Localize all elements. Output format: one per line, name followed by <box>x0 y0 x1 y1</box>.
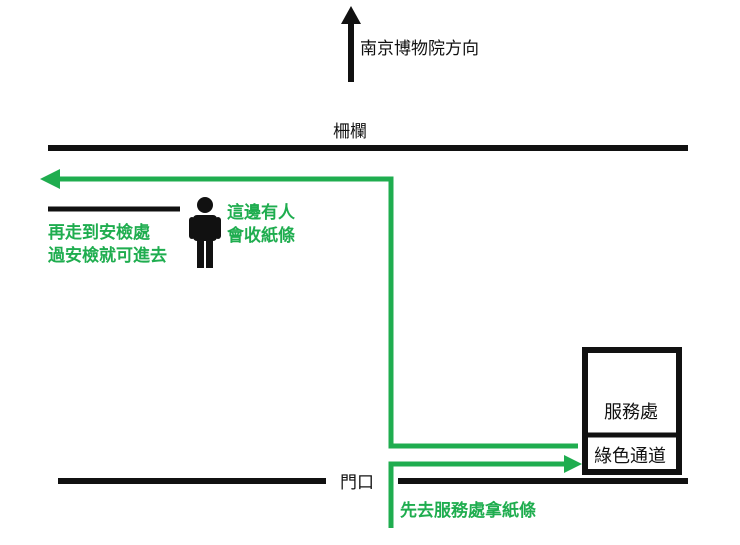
person-icon <box>189 197 221 268</box>
gate-label: 門口 <box>340 473 374 493</box>
person-note-line2: 會收紙條 <box>226 225 295 246</box>
route-from-gate-arrowhead <box>564 455 582 473</box>
museum-direction-label: 南京博物院方向 <box>360 39 479 59</box>
service-desk-label: 服務處 <box>604 402 658 423</box>
first-step-note: 先去服務處拿紙條 <box>400 500 536 521</box>
museum-direction-arrow <box>341 6 361 82</box>
route-from-gate <box>388 461 568 528</box>
route-to-security-arrowhead <box>40 169 60 189</box>
security-note-line1: 再走到安檢處 <box>48 222 151 243</box>
green-channel-label: 綠色通道 <box>594 446 666 467</box>
security-note-line2: 過安檢就可進去 <box>48 245 167 266</box>
person-note-line1: 這邊有人 <box>227 202 296 223</box>
service-desk-box <box>582 347 682 475</box>
fence-label: 柵欄 <box>333 122 367 142</box>
route-to-security <box>52 176 578 449</box>
